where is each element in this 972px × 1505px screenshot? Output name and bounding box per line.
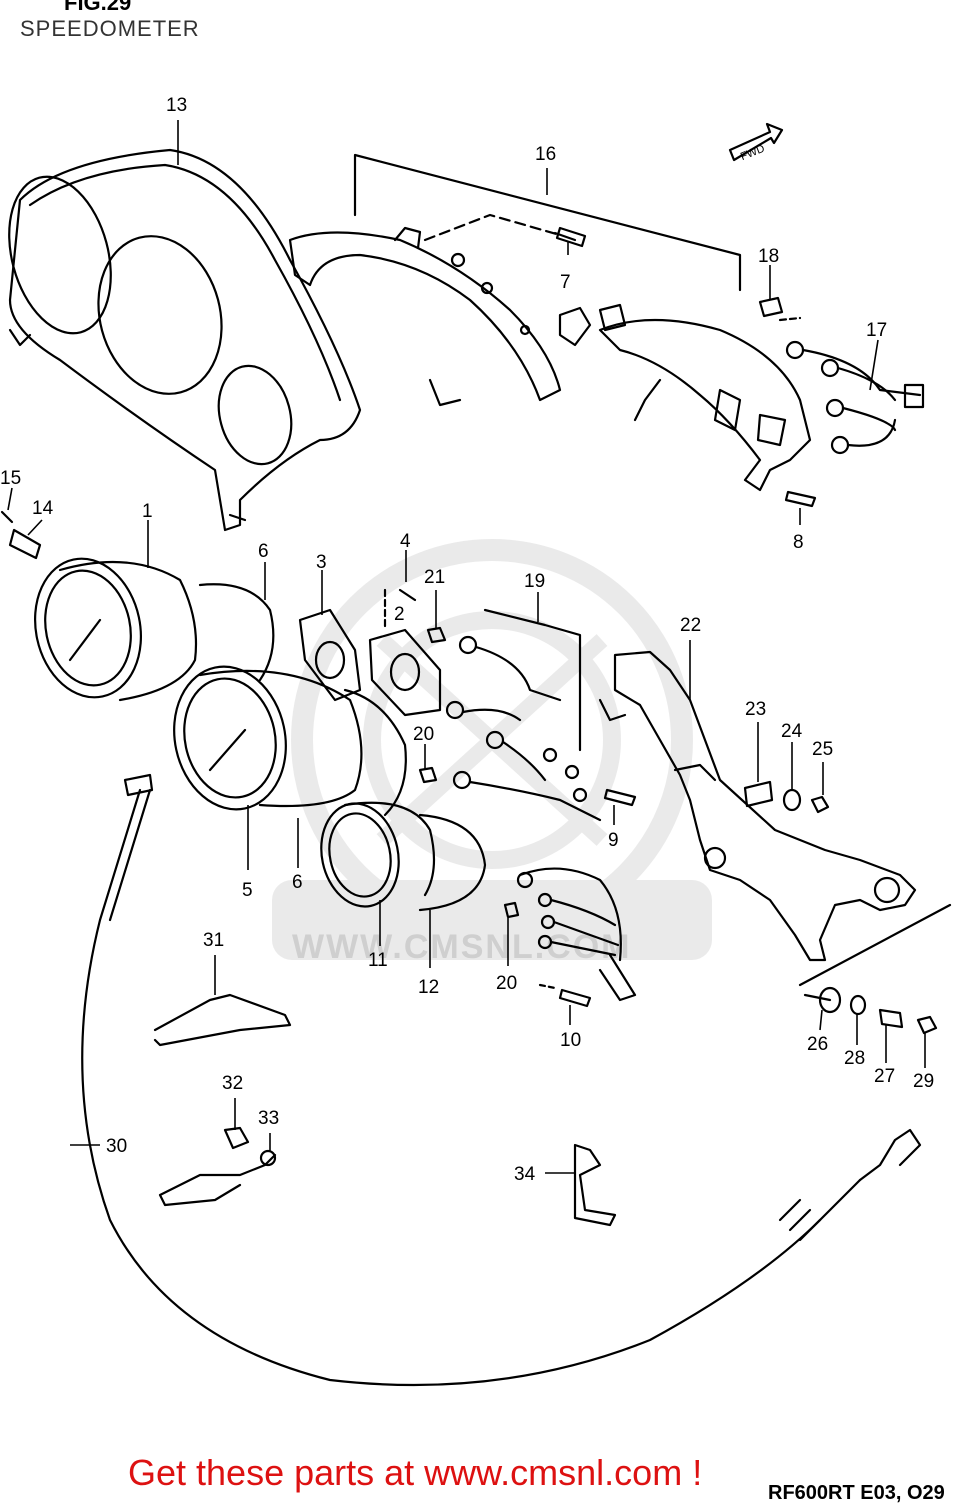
washer-24 [782, 788, 802, 812]
callout-15: 15 [0, 468, 21, 489]
callout-8: 8 [793, 532, 804, 553]
callout-25: 25 [812, 739, 833, 760]
grommet-23 [743, 780, 774, 808]
clip-34 [573, 1143, 617, 1227]
callout-31: 31 [203, 930, 224, 951]
bulb-20a [418, 766, 438, 784]
harness-lower [516, 867, 637, 1002]
harness-19 [445, 608, 602, 822]
bracket-22 [598, 650, 917, 962]
callout-5: 5 [242, 880, 253, 901]
callout-27: 27 [874, 1066, 895, 1087]
callout-14: 14 [32, 498, 54, 519]
meter-11 [320, 801, 436, 908]
figure-subtitle: SPEEDOMETER [20, 16, 200, 41]
callout-6b: 6 [292, 872, 303, 893]
part-18 [758, 296, 784, 318]
clip-31 [153, 993, 292, 1047]
callout-6a: 6 [258, 541, 269, 562]
screw-9 [603, 788, 637, 807]
nut-29 [916, 1015, 938, 1035]
figure-title: FIG.29 [64, 0, 132, 15]
callout-7: 7 [560, 272, 571, 293]
callout-22: 22 [680, 615, 701, 636]
screw-10 [558, 988, 592, 1008]
screw-7 [553, 226, 587, 248]
collar-27 [878, 1008, 904, 1029]
bulb-21 [426, 626, 447, 644]
washer-28 [849, 994, 867, 1016]
instrument-cover-13 [8, 148, 362, 532]
callout-20b: 20 [496, 973, 517, 994]
callout-19: 19 [524, 571, 545, 592]
case-12 [418, 813, 487, 912]
part-14 [8, 528, 42, 560]
callout-17: 17 [866, 320, 887, 341]
callout-16: 16 [535, 144, 556, 165]
callout-34: 34 [514, 1164, 536, 1185]
callout-4: 4 [400, 531, 411, 552]
bolt-32 [223, 1126, 250, 1150]
callout-28: 28 [844, 1048, 865, 1069]
meter-5 [173, 665, 363, 811]
callout-13: 13 [166, 95, 187, 116]
plate-2 [368, 628, 442, 717]
bulb-20b [503, 901, 520, 919]
callout-23: 23 [745, 699, 766, 720]
callout-10: 10 [560, 1030, 581, 1051]
callout-9: 9 [608, 830, 619, 851]
callout-24: 24 [781, 721, 803, 742]
callout-20a: 20 [413, 724, 434, 745]
screw-4 [398, 588, 417, 602]
fwd-arrow [728, 122, 784, 162]
callout-12: 12 [418, 977, 439, 998]
diagram-code: RF600RT E03, O29 [768, 1482, 945, 1504]
part-15 [0, 510, 14, 524]
plate-3 [298, 608, 362, 702]
grommet-26 [818, 986, 842, 1014]
nut-25 [810, 795, 830, 814]
callout-18: 18 [758, 246, 779, 267]
callout-21: 21 [424, 567, 445, 588]
footer-link-text[interactable]: Get these parts at www.cmsnl.com ! [128, 1452, 703, 1493]
cable-30 [81, 773, 922, 1387]
bulb-holder-17 [558, 303, 925, 492]
meter-1 [33, 557, 198, 702]
callout-32: 32 [222, 1073, 243, 1094]
callout-3: 3 [316, 552, 327, 573]
callout-1: 1 [142, 501, 153, 522]
gasket-6b [343, 688, 407, 817]
callout-30: 30 [106, 1136, 127, 1157]
gasket-6a [198, 583, 275, 682]
callout-29: 29 [913, 1071, 934, 1092]
callout-26: 26 [807, 1034, 828, 1055]
callout-33: 33 [258, 1108, 279, 1129]
callout-11: 11 [368, 950, 388, 971]
callout-2: 2 [394, 604, 405, 625]
bracket-16 [288, 226, 562, 407]
screw-8 [784, 490, 817, 508]
leader-16 [353, 153, 742, 292]
clamp-33 [158, 1153, 277, 1207]
